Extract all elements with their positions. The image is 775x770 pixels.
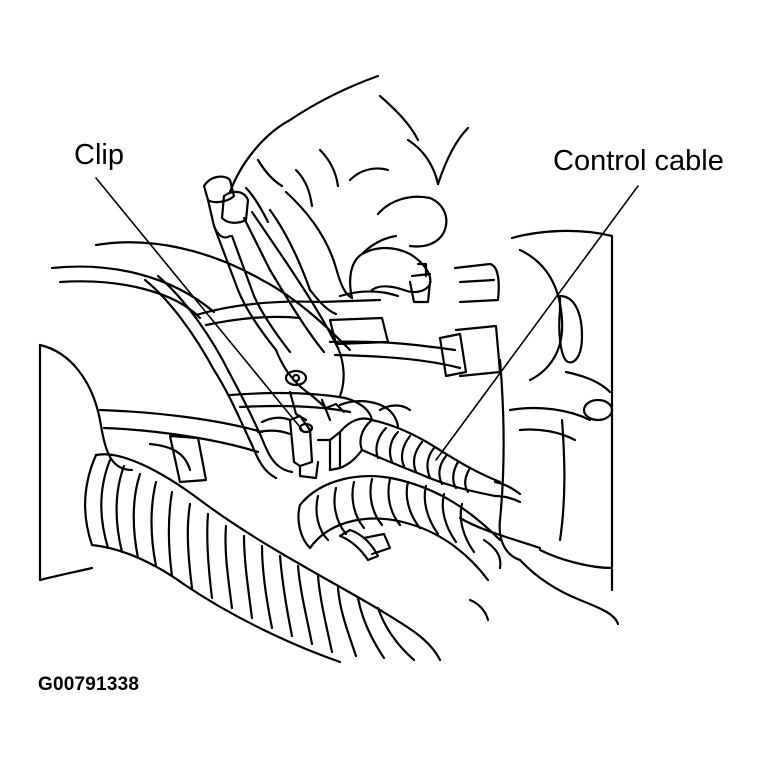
callout-clip-label: Clip <box>74 139 124 171</box>
leader-lines <box>96 178 638 460</box>
corrugated-hose-small <box>298 476 500 580</box>
hand-drawing <box>230 76 468 314</box>
control-cable-drawing <box>330 406 520 503</box>
control-cable-leader-line <box>436 186 638 460</box>
clip-linkage <box>258 401 398 478</box>
pliers-tool <box>204 177 344 420</box>
corrugated-hose-large <box>85 454 440 662</box>
engine-bay-background <box>40 231 618 624</box>
callout-control-cable-label: Control cable <box>553 145 724 177</box>
clip-leader-line <box>96 178 304 432</box>
figure-code: G00791338 <box>38 674 140 695</box>
